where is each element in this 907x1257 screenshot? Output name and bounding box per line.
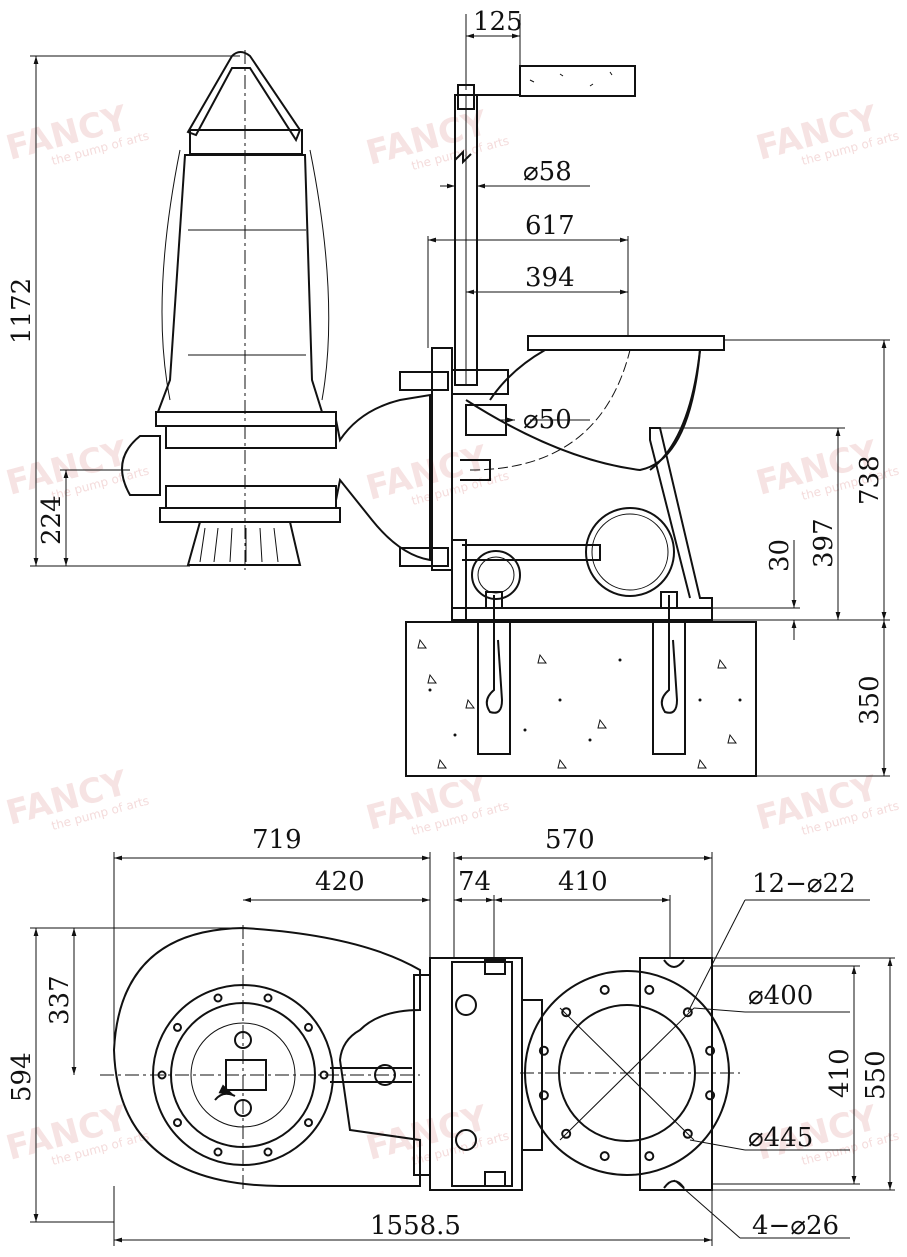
- watermark: FANCY the pump of arts: [362, 438, 511, 509]
- dim-dia-50: ⌀50: [523, 405, 572, 435]
- dim-224: 224: [37, 495, 67, 545]
- bolt-hole: [682, 1007, 693, 1018]
- bolt-hole: [263, 993, 273, 1003]
- bolt-hole: [304, 1118, 313, 1128]
- watermark: FANCY the pump of arts: [2, 1098, 151, 1169]
- bolt-holes: [157, 984, 716, 1162]
- bolt-hole: [304, 1022, 313, 1032]
- watermark: FANCY the pump of arts: [362, 1098, 511, 1169]
- dim-dia-445: ⌀445: [748, 1123, 813, 1153]
- bolt-hole: [705, 1045, 716, 1056]
- bolt-hole: [682, 1128, 693, 1139]
- dim-410-right: 410: [825, 1048, 855, 1098]
- anchor-bolts: [485, 591, 679, 714]
- watermark: FANCY the pump of arts: [752, 98, 901, 169]
- dim-719: 719: [252, 825, 302, 855]
- side-view: 125 ⌀58 617 394 ⌀50 1172 224 738 397 30 …: [7, 7, 890, 777]
- side-dimension-lines: [30, 14, 890, 777]
- bolt-hole: [644, 984, 655, 995]
- bolt-hole: [599, 1151, 610, 1162]
- bolt-hole: [213, 1147, 223, 1157]
- dim-350: 350: [855, 675, 885, 725]
- dim-1172: 1172: [7, 278, 37, 344]
- bolt-hole: [561, 1128, 572, 1139]
- watermark: FANCY the pump of arts: [362, 103, 511, 174]
- dim-420: 420: [315, 867, 365, 897]
- dim-570: 570: [545, 825, 595, 855]
- dim-dia-58: ⌀58: [523, 157, 572, 187]
- pump-motor: [121, 50, 431, 570]
- bolt-hole: [538, 1090, 549, 1101]
- dim-550: 550: [861, 1050, 891, 1100]
- bolt-hole: [705, 1090, 716, 1101]
- dim-337: 337: [45, 975, 75, 1025]
- discharge-bend: [465, 335, 725, 472]
- plan-view: 719 570 420 74 410 12−⌀22 ⌀400 ⌀445 4−⌀2…: [7, 825, 895, 1246]
- bolt-hole: [538, 1045, 549, 1056]
- dim-dia-400: ⌀400: [748, 981, 813, 1011]
- dim-394: 394: [525, 263, 575, 293]
- bolt-hole: [263, 1147, 273, 1157]
- watermark: FANCY the pump of arts: [2, 763, 151, 834]
- dim-125: 125: [473, 7, 523, 37]
- bolt-hole: [173, 1118, 182, 1128]
- dim-30: 30: [765, 539, 795, 572]
- bolt-hole: [213, 993, 223, 1003]
- dim-617: 617: [525, 211, 575, 241]
- dim-12-holes-dia-22: 12−⌀22: [752, 869, 856, 899]
- dim-4-holes-dia-26: 4−⌀26: [752, 1211, 839, 1241]
- watermark: FANCY the pump of arts: [2, 98, 151, 169]
- bolt-hole: [173, 1022, 182, 1032]
- watermark: FANCY the pump of arts: [2, 433, 151, 504]
- bolt-hole: [157, 1070, 167, 1080]
- plan-dimension-lines: [30, 852, 895, 1246]
- dim-738: 738: [855, 455, 885, 505]
- discharge-flange: [520, 957, 740, 1191]
- bolt-hole: [599, 984, 610, 995]
- bolt-hole: [561, 1007, 572, 1018]
- dim-397: 397: [809, 518, 839, 568]
- dim-74: 74: [458, 867, 491, 897]
- guide-block: [413, 957, 543, 1191]
- bolt-hole: [319, 1070, 329, 1080]
- dim-594: 594: [7, 1052, 37, 1102]
- base-frame: [451, 427, 713, 621]
- bolt-hole: [644, 1151, 655, 1162]
- concrete-foundation: [405, 621, 757, 777]
- dim-410-top: 410: [558, 867, 608, 897]
- volute-outline: [100, 925, 421, 1190]
- dim-1558-5: 1558.5: [370, 1211, 461, 1241]
